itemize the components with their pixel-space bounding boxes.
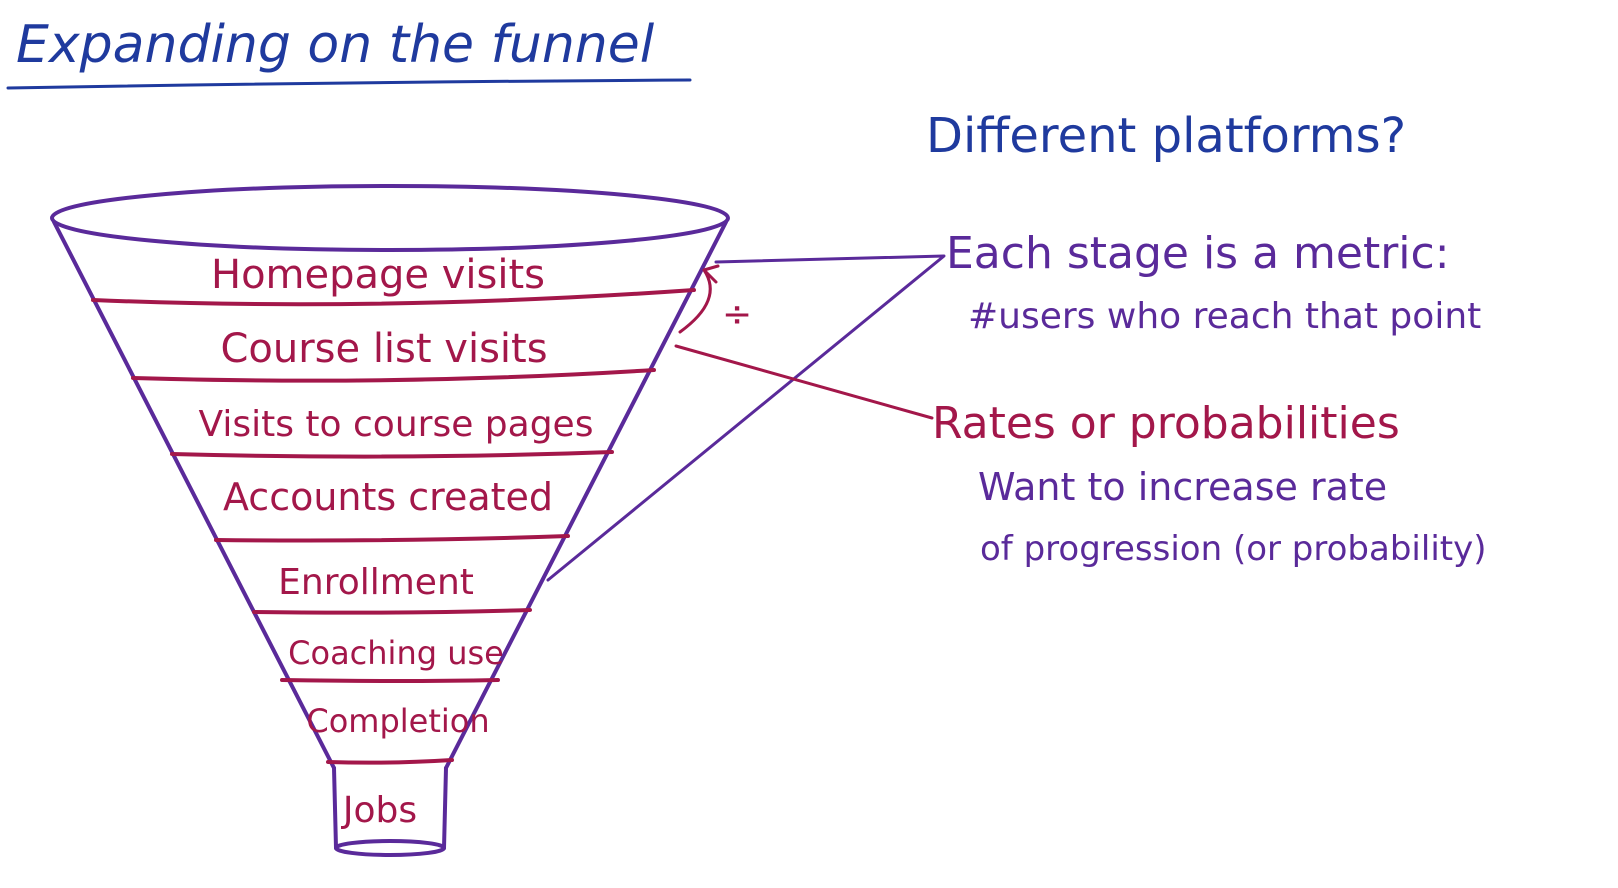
divide-symbol: ÷	[722, 294, 752, 335]
page-title: Expanding on the funnel	[16, 15, 655, 75]
funnel-spout-bottom	[334, 839, 446, 857]
stage-label-enrollment: Enrollment	[278, 562, 474, 603]
divider-5	[252, 608, 532, 615]
divider-7	[326, 758, 454, 765]
stage-labels: Homepage visits Course list visits Visit…	[199, 252, 594, 831]
rates-detail-line-2: of progression (or probability)	[980, 529, 1486, 569]
rates-connector	[674, 344, 934, 420]
stage-label-homepage-visits: Homepage visits	[211, 252, 545, 298]
divider-4	[214, 534, 570, 543]
metric-detail: #users who reach that point	[968, 296, 1481, 337]
divider-3	[170, 450, 614, 459]
rates-heading: Rates or probabilities	[932, 398, 1400, 449]
funnel-spout	[332, 766, 448, 850]
stage-label-completion: Completion	[306, 702, 489, 740]
stage-dividers	[91, 288, 696, 765]
ratio-arrow	[678, 264, 720, 334]
funnel-rim	[50, 184, 730, 252]
funnel-right-wall	[444, 220, 728, 770]
stage-label-course-list-visits: Course list visits	[220, 326, 547, 372]
title-underline	[6, 78, 692, 90]
metric-connector	[546, 254, 946, 582]
stage-label-course-pages: Visits to course pages	[199, 404, 594, 445]
funnel-outline	[50, 184, 730, 857]
metric-heading: Each stage is a metric:	[946, 228, 1450, 279]
divider-6	[280, 678, 500, 683]
platforms-question: Different platforms?	[926, 108, 1406, 164]
funnel-left-wall	[52, 220, 336, 770]
stage-label-accounts-created: Accounts created	[223, 475, 553, 519]
stage-label-coaching-use: Coaching use	[288, 634, 504, 672]
stage-label-jobs: Jobs	[341, 790, 417, 831]
rates-detail-line-1: Want to increase rate	[978, 465, 1387, 509]
divider-1	[91, 288, 696, 307]
divider-2	[131, 368, 656, 383]
